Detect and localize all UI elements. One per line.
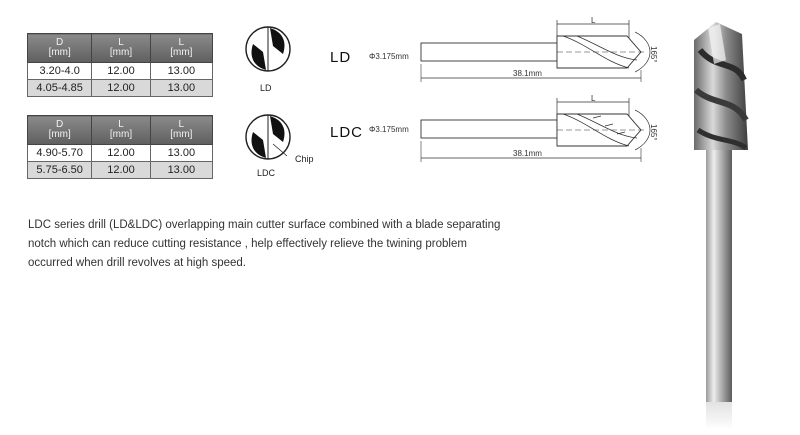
cell-length: 13.00	[149, 79, 214, 97]
cell-length: 13.00	[149, 62, 214, 80]
table-header-row: D[mm] L[mm] L[mm]	[26, 115, 214, 145]
ldc-overall-length-label: 38.1mm	[513, 149, 542, 158]
cell-diameter: 4.05-4.85	[26, 79, 93, 97]
ldc-shank-diameter-label: Φ3.175mm	[369, 125, 409, 134]
ld-cross-section-icon	[245, 26, 291, 72]
ld-technical-drawing: L Φ3.175mm 165° 38.1mm	[369, 16, 658, 82]
spec-table-2: D[mm] L[mm] L[mm] 4.90-5.70 12.00 13.00 …	[26, 115, 214, 179]
ldc-cross-section-icon	[245, 114, 291, 160]
table-row: 4.90-5.70 12.00 13.00	[26, 144, 214, 162]
spec-table-1: D[mm] L[mm] L[mm] 3.20-4.0 12.00 13.00 4…	[26, 33, 214, 97]
ld-shank-diameter-label: Φ3.175mm	[369, 52, 409, 61]
table-row: 5.75-6.50 12.00 13.00	[26, 161, 214, 179]
ld-section-caption: LD	[260, 83, 272, 93]
description-line-3: occurred when drill revolves at high spe…	[28, 257, 246, 269]
cell-length: 13.00	[149, 144, 214, 162]
ld-drawing-label: LD	[330, 49, 352, 66]
ld-overall-length-label: 38.1mm	[513, 69, 542, 78]
cell-diameter: 5.75-6.50	[26, 161, 93, 179]
table-header-row: D[mm] L[mm] L[mm]	[26, 33, 214, 63]
cell-length: 13.00	[149, 161, 214, 179]
header-flute-length: L[mm]	[91, 115, 151, 145]
cell-flute-length: 12.00	[91, 161, 151, 179]
description-line-1: LDC series drill (LD&LDC) overlapping ma…	[28, 219, 501, 231]
cell-flute-length: 12.00	[91, 144, 151, 162]
cell-diameter: 3.20-4.0	[26, 62, 93, 80]
product-description: LDC series drill (LD&LDC) overlapping ma…	[28, 216, 588, 273]
header-diameter: D[mm]	[26, 115, 93, 145]
cell-flute-length: 12.00	[91, 62, 151, 80]
description-line-2: notch which can reduce cutting resistanc…	[28, 238, 467, 250]
header-diameter: D[mm]	[26, 33, 93, 63]
ldc-technical-drawing: L Φ3.175mm 165° 38.1mm	[369, 94, 658, 162]
cell-diameter: 4.90-5.70	[26, 144, 93, 162]
chip-callout: Chip	[295, 154, 314, 164]
ldc-flute-length-label: L	[591, 94, 596, 103]
cell-flute-length: 12.00	[91, 79, 151, 97]
ldc-section-caption: LDC	[257, 168, 276, 178]
ld-point-angle-label: 165°	[649, 46, 658, 63]
ld-flute-length-label: L	[591, 16, 596, 25]
table-row: 4.05-4.85 12.00 13.00	[26, 79, 214, 97]
header-length: L[mm]	[149, 33, 214, 63]
header-length: L[mm]	[149, 115, 214, 145]
ldc-point-angle-label: 165°	[649, 124, 658, 141]
ldc-drawing-label: LDC	[330, 124, 364, 141]
drill-bit-photo	[694, 22, 749, 430]
table-row: 3.20-4.0 12.00 13.00	[26, 62, 214, 80]
header-flute-length: L[mm]	[91, 33, 151, 63]
